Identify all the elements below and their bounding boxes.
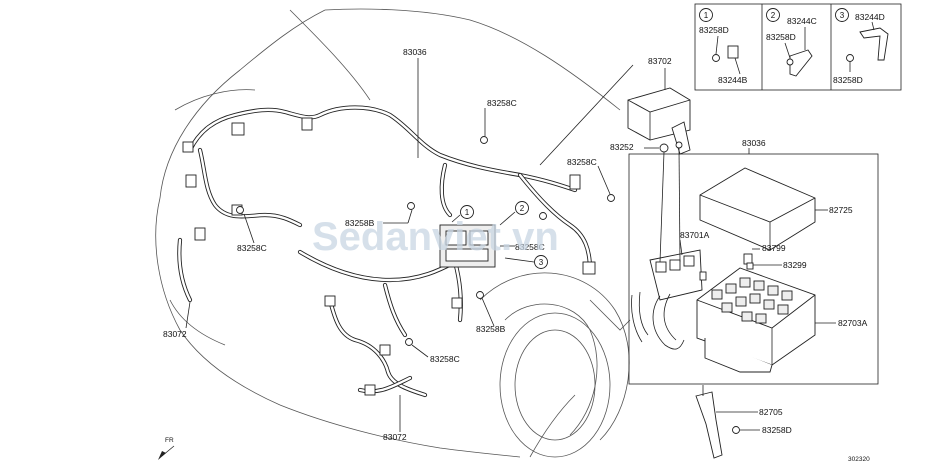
label-83258c-left: 83258C [237, 243, 267, 253]
label-83258c-low: 83258C [430, 354, 460, 364]
svg-text:83258D: 83258D [833, 75, 863, 85]
front-direction-arrow-icon: FR [158, 437, 175, 460]
svg-text:FR: FR [165, 437, 174, 444]
label-83258d-bottom: 83258D [762, 425, 792, 435]
label-83701a: 83701A [680, 230, 710, 240]
svg-text:1: 1 [704, 11, 709, 20]
label-83036-box: 83036 [742, 138, 766, 148]
svg-text:83244C: 83244C [787, 16, 817, 26]
part-83799-fuse [743, 248, 760, 265]
callout-labels: 83036 83258C 83702 83252 83258C 83036 82… [163, 47, 868, 442]
ref-circle-2: 2 [499, 201, 529, 226]
center-relay-block [439, 224, 496, 268]
fuse-slots [711, 277, 793, 324]
label-83299: 83299 [783, 260, 807, 270]
svg-text:83244B: 83244B [718, 75, 748, 85]
label-83258c-top: 83258C [487, 98, 517, 108]
svg-text:1: 1 [465, 208, 470, 217]
label-82705: 82705 [759, 407, 783, 417]
part-83252-nut [644, 141, 683, 153]
svg-text:2: 2 [771, 11, 776, 20]
part-82703a-fuse-block [696, 267, 836, 373]
svg-text:3: 3 [840, 11, 845, 20]
label-83072-left: 83072 [163, 329, 187, 339]
part-83702-cover [627, 68, 691, 155]
car-body-outline [155, 8, 631, 458]
watermark-text: Sedanviet.vn [312, 215, 559, 259]
svg-text:83258D: 83258D [766, 32, 796, 42]
label-83702: 83702 [648, 56, 672, 66]
label-82725: 82725 [829, 205, 853, 215]
part-82705-bracket [695, 385, 760, 459]
label-83799: 83799 [762, 243, 786, 253]
label-82703a: 82703A [838, 318, 868, 328]
svg-text:2: 2 [520, 204, 525, 213]
fuse-box-frame [628, 148, 879, 385]
small-fuse-left [699, 271, 707, 281]
svg-text:83244D: 83244D [855, 12, 885, 22]
svg-text:3: 3 [539, 258, 544, 267]
part-83299-fuse [746, 262, 782, 270]
harness-83072 [177, 237, 428, 398]
label-83258b-mid: 83258B [345, 218, 375, 228]
label-83258c-mid: 83258C [515, 242, 545, 252]
label-83258b-low: 83258B [476, 324, 506, 334]
label-83258c-right: 83258C [567, 157, 597, 167]
part-82725-fuse-cover [699, 167, 828, 251]
leader-lines [185, 58, 634, 432]
bolts [236, 136, 615, 346]
part-83701a-bracket [631, 147, 703, 350]
inset-panel: 1 83258D 83244B 2 83244C 83258D 3 83244D… [694, 3, 902, 91]
ref-circle-1: 1 [451, 205, 474, 223]
ref-circle-3: 3 [504, 255, 548, 269]
label-83252: 83252 [610, 142, 634, 152]
label-83036-main: 83036 [403, 47, 427, 57]
svg-text:83258D: 83258D [699, 25, 729, 35]
drawing-code: 302320 [848, 456, 870, 463]
label-83072-bottom: 83072 [383, 432, 407, 442]
